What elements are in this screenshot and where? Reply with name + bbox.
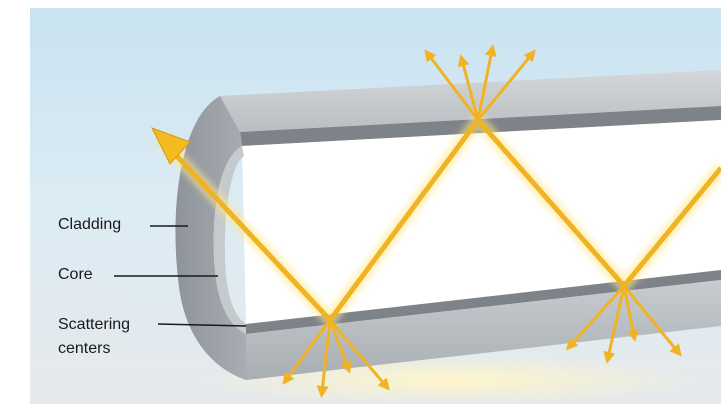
- ray-arrowhead: [150, 127, 191, 165]
- scattering-label-line2: centers: [58, 340, 111, 357]
- scattering-centers-label: Scattering centers: [58, 313, 130, 361]
- scatter-bottom-left: [282, 319, 390, 398]
- scatter-top: [424, 44, 536, 121]
- core-label: Core: [58, 266, 93, 283]
- diagram-svg: [30, 8, 721, 404]
- cladding-bottom: [246, 280, 721, 380]
- cladding-label: Cladding: [58, 216, 122, 233]
- cladding-top: [220, 70, 721, 132]
- core-bottom-edge: [246, 270, 721, 334]
- scatter-bottom-right: [565, 284, 682, 364]
- scattering-label-line1: Scattering: [58, 316, 131, 333]
- end-cap-core: [213, 146, 246, 334]
- left-margin-strip: [0, 0, 30, 411]
- optical-fiber-diagram: [30, 8, 721, 404]
- scattering-leader: [157, 323, 247, 327]
